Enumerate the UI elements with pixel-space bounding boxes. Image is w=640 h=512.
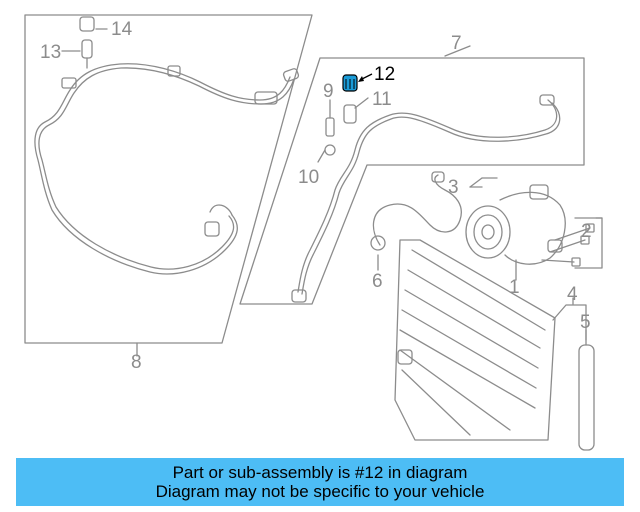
callout-9: 9: [323, 81, 334, 102]
info-banner: Part or sub-assembly is #12 in diagram D…: [16, 458, 624, 506]
callout-11: 11: [372, 89, 392, 110]
group-8-panel: [24, 14, 313, 344]
callout-4: 4: [567, 284, 578, 305]
callout-3: 3: [448, 177, 459, 198]
callout-2: 2: [581, 221, 592, 242]
callout-10: 10: [298, 167, 319, 188]
callout-7: 7: [451, 33, 462, 54]
compressor-bolts: [541, 223, 595, 267]
condenser: [394, 239, 556, 441]
callout-5: 5: [580, 312, 591, 333]
callout-14: 14: [111, 19, 133, 40]
group-7-panel: [239, 57, 585, 305]
receiver-drier: [578, 344, 595, 451]
hose-assembly-8: [34, 16, 300, 275]
callout-12: 12: [374, 64, 395, 85]
banner-line-2: Diagram may not be specific to your vehi…: [155, 482, 485, 501]
callout-1: 1: [509, 277, 520, 298]
banner-line-1: Part or sub-assembly is #12 in diagram: [172, 463, 468, 482]
hose-assembly-7: [291, 94, 561, 303]
callout-13: 13: [40, 42, 61, 63]
discharge-hose: [370, 171, 462, 251]
part-12-cap: [342, 73, 373, 92]
compressor: [465, 184, 566, 265]
callout-6: 6: [372, 271, 383, 292]
parts-diagram: 1 2 3 4 5 6 7 8 9 10 11 12 13 14: [24, 14, 603, 451]
callout-8: 8: [131, 352, 142, 373]
